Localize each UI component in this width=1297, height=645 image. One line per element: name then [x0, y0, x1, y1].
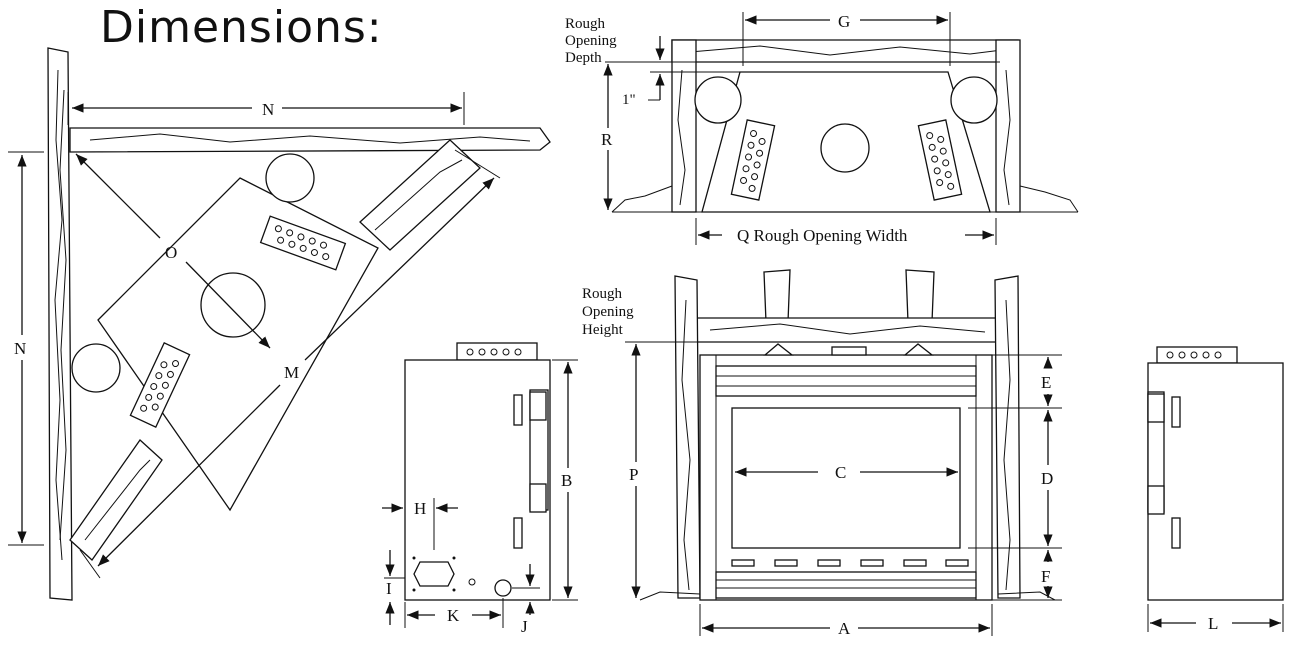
corner-firebox [97, 177, 379, 512]
front-bottom-louver [715, 571, 977, 599]
front-bottom-louver-slots [731, 559, 969, 567]
label-rough-opening-height-line1: Rough [582, 286, 623, 302]
right-cabinet [1147, 362, 1284, 601]
side-gas-knockout [413, 561, 455, 587]
label-l: L [1208, 614, 1218, 633]
top-vent-pipe-left [694, 76, 742, 124]
label-rough-opening-depth-line2: Opening [565, 33, 617, 49]
label-rough-opening-height-line2: Opening [582, 304, 634, 320]
front-control-box [831, 346, 867, 356]
label-c: C [835, 463, 846, 482]
label-rough-opening-width: Q Rough Opening Width [737, 226, 908, 245]
corner-diagonal-board-top [359, 139, 481, 251]
corner-vent-pipe-top [265, 153, 315, 203]
front-right-stud [994, 275, 1021, 599]
corner-flue-collar [200, 272, 266, 338]
label-i: I [386, 579, 392, 598]
label-f: F [1041, 567, 1050, 586]
top-header-board [671, 39, 1019, 63]
right-hinge-1 [1147, 393, 1165, 423]
label-rough-opening-depth-line1: Rough [565, 16, 606, 32]
label-o: O [165, 243, 177, 262]
right-hinge-2 [1147, 485, 1165, 515]
top-vent-plate-left [730, 119, 776, 201]
corner-vent-plate-bottom [129, 341, 191, 429]
label-a: A [838, 619, 851, 638]
top-right-stud [995, 39, 1021, 213]
corner-vent-plate-top [259, 215, 347, 271]
top-left-stud [671, 39, 697, 213]
side-bracket-2 [513, 517, 523, 549]
front-header-board [695, 317, 997, 343]
label-h: H [414, 499, 426, 518]
top-vent-pipe-right [950, 76, 998, 124]
front-elevation-view: Rough Opening Height P C A [582, 269, 1062, 638]
corner-header-board [69, 127, 551, 153]
label-rough-opening-height-line3: Height [582, 322, 624, 338]
label-one-inch: 1" [622, 92, 636, 108]
label-j: J [521, 617, 528, 636]
corner-installation-view: N N O M [8, 47, 551, 601]
front-top-stud-left [763, 269, 791, 323]
label-p: P [629, 465, 638, 484]
front-top-stud-right [905, 269, 935, 323]
page-title: Dimensions: [100, 2, 383, 53]
top-flue-collar [820, 123, 870, 173]
label-r: R [601, 130, 613, 149]
top-plan-view: G Rough Opening Depth 1" R Q Rough Openi… [565, 12, 1079, 245]
side-elevation-view: B H I K J [382, 342, 578, 636]
side-bracket-1 [513, 394, 523, 426]
side-small-knockout [468, 578, 476, 586]
side-hinge-2 [529, 483, 547, 513]
label-n-side: N [14, 339, 26, 358]
label-d: D [1041, 469, 1053, 488]
side-hinge-1 [529, 391, 547, 421]
right-bracket-1 [1171, 396, 1181, 428]
front-glass-panel [731, 407, 961, 549]
right-bracket-2 [1171, 517, 1181, 549]
side-cabinet [404, 359, 551, 601]
label-n-top: N [262, 100, 274, 119]
top-vent-plate-right [917, 119, 963, 201]
label-rough-opening-depth-line3: Depth [565, 50, 602, 66]
corner-vent-pipe-left [71, 343, 121, 393]
label-m: M [284, 363, 299, 382]
label-e: E [1041, 373, 1051, 392]
label-b: B [561, 471, 572, 490]
label-k: K [447, 606, 460, 625]
corner-wall-stud [47, 47, 73, 601]
right-side-view: L [1147, 346, 1284, 633]
front-vent-cap-left [763, 343, 794, 356]
front-top-louver [715, 365, 977, 397]
side-electrical-knockout [494, 579, 512, 597]
label-g: G [838, 12, 850, 31]
front-vent-cap-right [903, 343, 934, 356]
